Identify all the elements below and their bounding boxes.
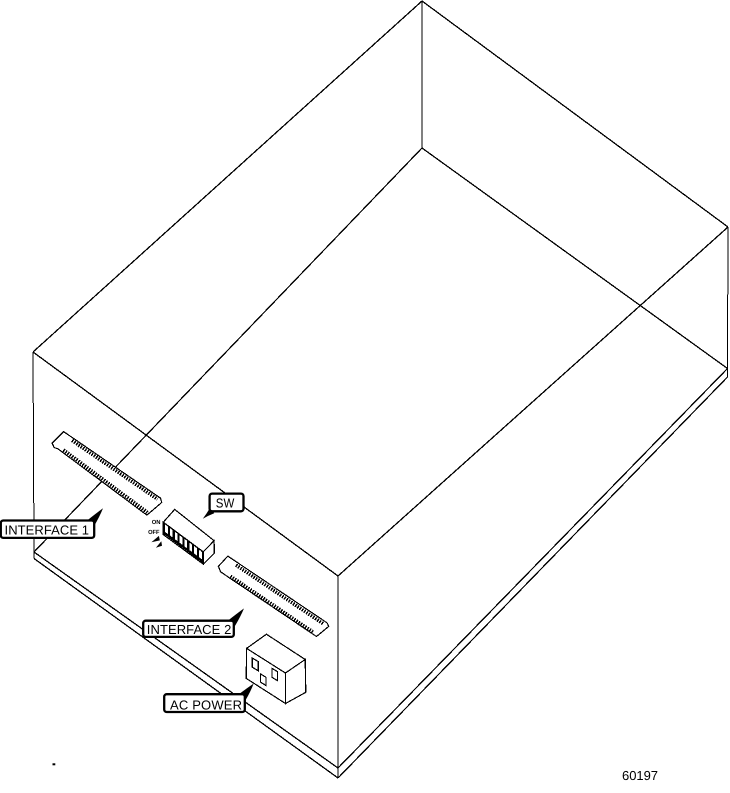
svg-text:AC POWER: AC POWER xyxy=(170,697,242,712)
svg-text:OFF: OFF xyxy=(148,529,160,536)
svg-text:SW: SW xyxy=(216,496,235,511)
svg-text:INTERFACE 1: INTERFACE 1 xyxy=(5,522,90,537)
svg-text:ON: ON xyxy=(152,519,161,526)
svg-text:INTERFACE 2: INTERFACE 2 xyxy=(147,622,232,637)
svg-text:60197: 60197 xyxy=(622,768,658,783)
